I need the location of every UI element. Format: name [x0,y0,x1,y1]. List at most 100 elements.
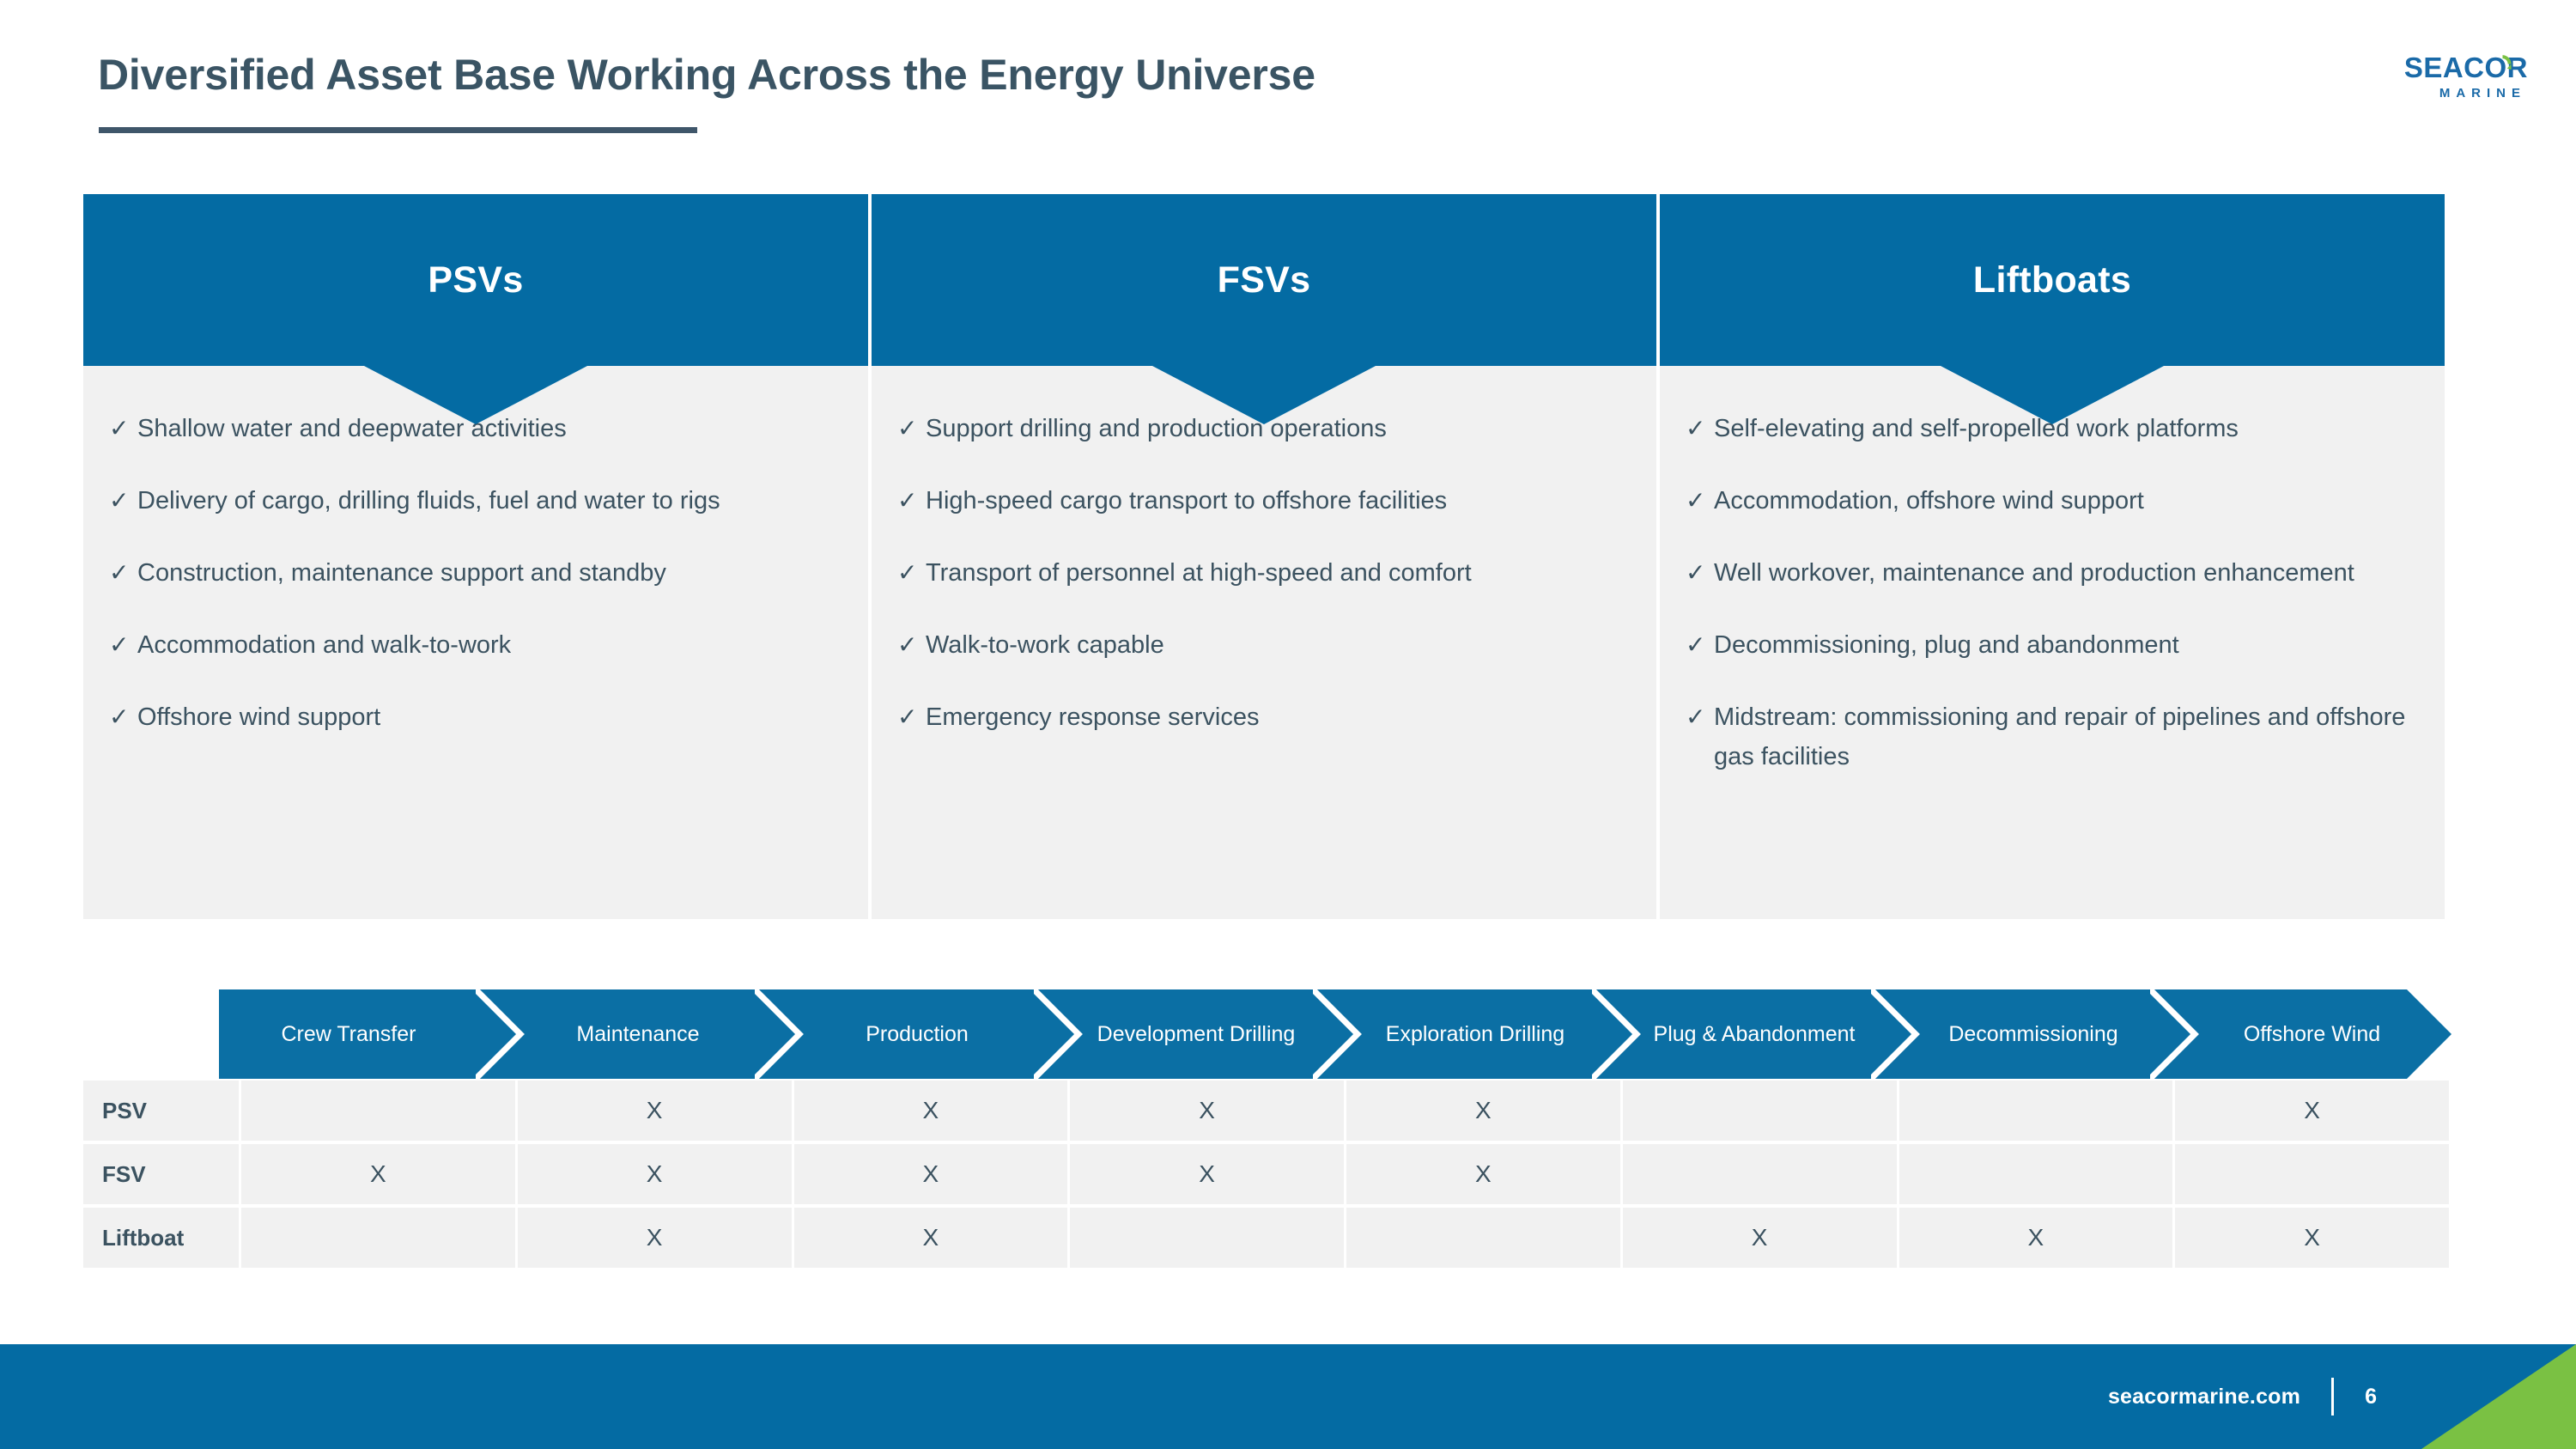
card-fsv-body: ✓ Support drilling and production operat… [872,366,1656,919]
check-icon: ✓ [109,487,130,514]
list-item: ✓ Support drilling and production operat… [897,409,1631,448]
card-psv-body: ✓ Shallow water and deepwater activities… [83,366,868,919]
chevron-step-5[interactable]: Exploration Drilling [1335,989,1615,1079]
check-icon: ✓ [897,559,918,586]
card-liftboats-header: Liftboats [1660,194,2445,424]
list-item: ✓ Emergency response services [897,697,1631,737]
list-item-label: High-speed cargo transport to offshore f… [926,487,1448,514]
list-item: ✓ Walk-to-work capable [897,625,1631,665]
chevron-step-label: Plug & Abandonment [1653,1022,1856,1046]
list-item: ✓ Midstream: commissioning and repair of… [1686,697,2419,776]
list-item-label: Well workover, maintenance and productio… [1714,559,2354,587]
card-psv-title: PSVs [428,259,524,301]
check-icon: ✓ [1686,559,1706,586]
footer-divider [2331,1378,2335,1416]
title-underline [99,127,697,133]
matrix-cell: X [793,1206,1071,1268]
matrix-cell: X [516,1142,794,1208]
list-item-label: Accommodation, offshore wind support [1714,487,2144,514]
matrix-row-label: FSV [83,1142,241,1208]
list-item: ✓ Delivery of cargo, drilling fluids, fu… [109,481,842,521]
card-fsv-title: FSVs [1217,259,1311,301]
matrix-cell: X [793,1142,1071,1208]
matrix-cell: X [516,1081,794,1144]
matrix-cell [1898,1081,2176,1144]
chevron-step-4[interactable]: Development Drilling [1056,989,1336,1079]
chevron-step-6[interactable]: Plug & Abandonment [1614,989,1894,1079]
footer-bar: seacormarine.com 6 [0,1344,2576,1449]
matrix-cell [1068,1206,1346,1268]
page-title: Diversified Asset Base Working Across th… [98,51,1315,99]
footer-content: seacormarine.com 6 [2108,1344,2377,1449]
matrix-cell: X [240,1142,518,1208]
check-icon: ✓ [897,703,918,730]
chevron-step-7[interactable]: Decommissioning [1893,989,2173,1079]
logo-wordmark: SEACOR [2404,53,2528,82]
list-item-label: Self-elevating and self-propelled work p… [1714,415,2239,442]
matrix-cell: X [1621,1206,1899,1268]
check-icon: ✓ [109,415,130,441]
matrix-cell [240,1206,518,1268]
card-fsv: FSVs ✓ Support drilling and production o… [872,194,1656,919]
chevron-step-2[interactable]: Maintenance [498,989,778,1079]
chevron-step-1[interactable]: Crew Transfer [219,989,499,1079]
list-item: ✓ Offshore wind support [109,697,842,737]
chevron-step-8[interactable]: Offshore Wind [2172,989,2451,1079]
card-liftboats-title: Liftboats [1972,259,2132,301]
card-psv-bullet-list: ✓ Shallow water and deepwater activities… [109,409,842,737]
chevron-step-3[interactable]: Production [777,989,1057,1079]
list-item: ✓ Accommodation and walk-to-work [109,625,842,665]
list-item: ✓ Self-elevating and self-propelled work… [1686,409,2419,448]
list-item: ✓ High-speed cargo transport to offshore… [897,481,1631,521]
matrix-cell [1621,1142,1899,1208]
check-icon: ✓ [897,487,918,514]
footer-green-accent [2421,1344,2576,1449]
check-icon: ✓ [1686,631,1706,658]
matrix-cell: X [1345,1081,1623,1144]
footer-page-number: 6 [2365,1384,2377,1409]
card-fsv-header: FSVs [872,194,1656,424]
footer-website-link[interactable]: seacormarine.com [2107,1384,2301,1409]
list-item: ✓ Decommissioning, plug and abandonment [1686,625,2419,665]
check-icon: ✓ [1686,703,1706,730]
list-item: ✓ Well workover, maintenance and product… [1686,553,2419,593]
matrix-cell: X [2173,1081,2451,1144]
list-item: ✓ Transport of personnel at high-speed a… [897,553,1631,593]
matrix-cell: X [1068,1142,1346,1208]
list-item-label: Support drilling and production operatio… [926,415,1387,442]
logo-swoosh-icon [2502,55,2512,70]
list-item-label: Construction, maintenance support and st… [137,559,666,587]
matrix-cell [2173,1142,2451,1208]
card-liftboats: Liftboats ✓ Self-elevating and self-prop… [1660,194,2445,919]
chevron-step-label: Decommissioning [1948,1022,2118,1046]
matrix-row-label: Liftboat [83,1206,241,1268]
list-item-label: Emergency response services [926,703,1260,731]
check-icon: ✓ [1686,415,1706,441]
chevron-step-label: Production [866,1022,969,1046]
chevron-step-label: Exploration Drilling [1385,1022,1565,1046]
list-item-label: Midstream: commissioning and repair of p… [1714,703,2406,770]
chevron-process-bar: Crew Transfer Maintenance Production Develo… [219,987,2451,1081]
check-icon: ✓ [109,631,130,658]
card-liftboats-body: ✓ Self-elevating and self-propelled work… [1660,366,2445,919]
list-item-label: Walk-to-work capable [926,631,1164,659]
list-item-label: Shallow water and deepwater activities [137,415,567,442]
matrix-cell: X [793,1081,1071,1144]
chevron-step-label: Development Drilling [1097,1022,1296,1046]
matrix-cell [1621,1081,1899,1144]
chevron-step-label: Maintenance [576,1022,700,1046]
logo-subtext: MARINE [2439,86,2526,100]
matrix-cell [1898,1142,2176,1208]
list-item-label: Offshore wind support [137,703,381,731]
chevron-step-label: Crew Transfer [281,1022,416,1046]
matrix-cell [240,1081,518,1144]
matrix-cell: X [1345,1142,1623,1208]
card-psv: PSVs ✓ Shallow water and deepwater activ… [83,194,868,919]
check-icon: ✓ [897,631,918,658]
matrix-cell: X [1068,1081,1346,1144]
chevron-step-label: Offshore Wind [2243,1022,2381,1046]
matrix-cell [1345,1206,1623,1268]
